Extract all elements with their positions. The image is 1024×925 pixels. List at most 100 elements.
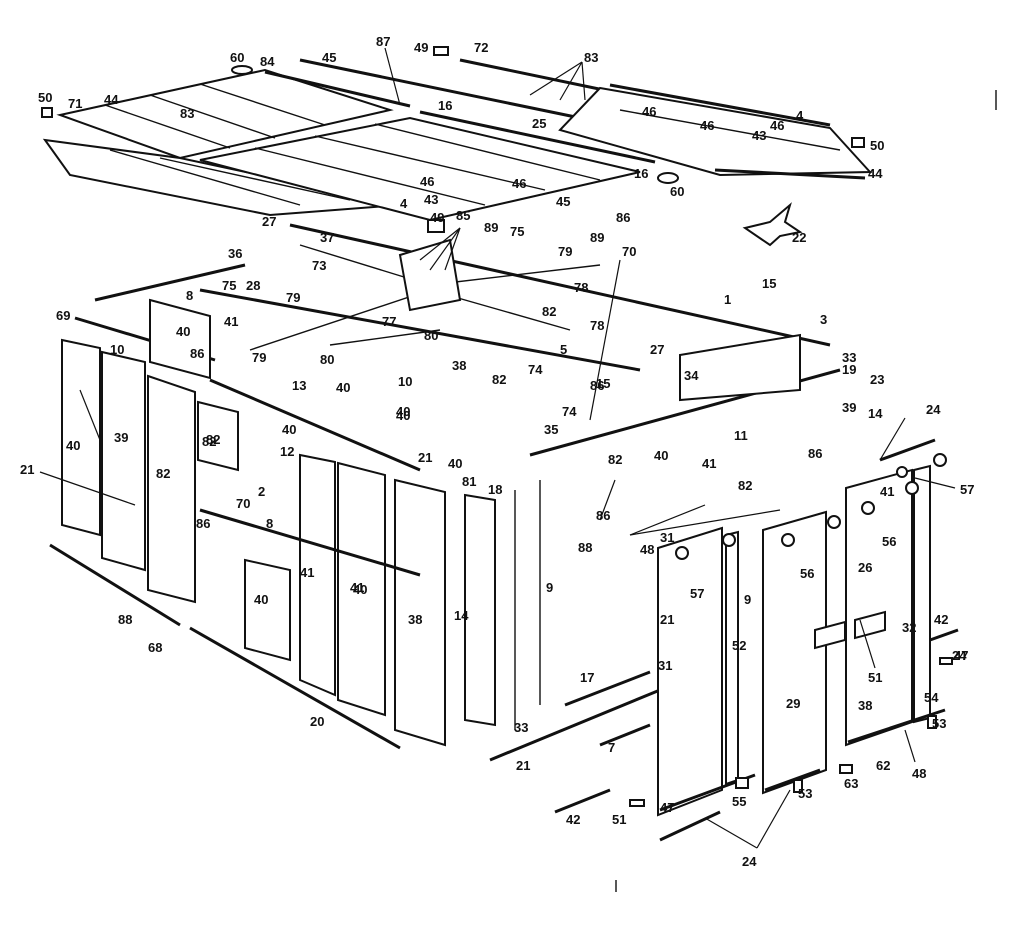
callout-number: 51 [612, 812, 626, 827]
roof-panel-left-seam [104, 104, 231, 149]
callout-number: 14 [454, 608, 469, 623]
callout-number: 13 [292, 378, 306, 393]
door-panel-center [762, 510, 827, 795]
callout-number: 40 [353, 582, 367, 597]
callout-number: 82 [492, 372, 506, 387]
callout-number: 40 [336, 380, 350, 395]
door-latch [814, 620, 846, 650]
callout-number: 3 [820, 312, 827, 327]
wall-base-rail [189, 626, 401, 750]
callout-number: 87 [376, 34, 390, 49]
rafter [289, 223, 831, 347]
callout-number: 41 [880, 484, 894, 499]
callout-number: 29 [786, 696, 800, 711]
leader-line [559, 61, 583, 101]
callout-number: 75 [222, 278, 236, 293]
hardware-small-part [927, 715, 937, 729]
leader-line [429, 227, 461, 271]
callout-number: 69 [56, 308, 70, 323]
callout-number: 40 [654, 448, 668, 463]
callout-number: 62 [876, 758, 890, 773]
callout-number: 79 [252, 350, 266, 365]
callout-number: 26 [858, 560, 872, 575]
roof-ridge-beam-lower [419, 110, 656, 164]
roof-clip-part [657, 172, 679, 184]
callout-number: 4 [796, 108, 804, 123]
callout-number: 41 [300, 565, 314, 580]
leader-line [599, 479, 616, 521]
leader-line [879, 417, 906, 461]
callout-number: 46 [420, 174, 434, 189]
callout-number: 40 [66, 438, 80, 453]
callout-number: 35 [544, 422, 558, 437]
callout-number: 57 [690, 586, 704, 601]
callout-number: 43 [752, 128, 766, 143]
callout-number: 38 [408, 612, 422, 627]
front-wall-rail [199, 508, 421, 577]
roof-panel-right-seam [619, 109, 841, 151]
leader-line [859, 619, 876, 669]
callout-number: 32 [902, 620, 916, 635]
leader-line [384, 47, 401, 106]
callout-number: 82 [738, 478, 752, 493]
callout-number: 40 [254, 592, 268, 607]
callout-number: 50 [38, 90, 52, 105]
door-track [659, 810, 721, 842]
door-hinge [861, 501, 875, 515]
roof-panel-right [558, 86, 873, 177]
callout-number: 82 [202, 434, 216, 449]
callout-number: 78 [590, 318, 604, 333]
door-panel-left [657, 526, 723, 817]
callout-number: 8 [186, 288, 193, 303]
hardware-small-part [839, 764, 853, 774]
callout-number: 49 [414, 40, 428, 55]
callout-number: 70 [236, 496, 250, 511]
front-wall-rail [489, 688, 661, 762]
roof-panel-left-seam [149, 94, 276, 139]
front-wall-panel [464, 493, 496, 727]
door-track [564, 670, 651, 707]
callout-number: 15 [762, 276, 776, 291]
door-track [599, 723, 651, 747]
truss-member [329, 329, 441, 346]
callout-number: 63 [844, 776, 858, 791]
wall-panel [197, 400, 239, 472]
callout-number: 7 [608, 740, 615, 755]
callout-number: 28 [246, 278, 260, 293]
leader-line [629, 504, 706, 536]
callout-number: 33 [842, 350, 856, 365]
front-wall-panel-window [244, 558, 291, 662]
roof-panel-left [56, 68, 394, 160]
callout-number: 24 [926, 402, 941, 417]
callout-number: 43 [424, 192, 438, 207]
leader-lines [39, 47, 956, 849]
callout-number: 21 [418, 450, 432, 465]
rafter [94, 263, 246, 302]
front-wall-group [199, 453, 661, 762]
callout-number: 40 [396, 408, 410, 423]
callout-number: 36 [228, 246, 242, 261]
callout-number: 42 [566, 812, 580, 827]
door-hinge [896, 466, 908, 478]
wall-panel-upper [149, 298, 211, 380]
callout-number: 74 [528, 362, 543, 377]
door-panel-right [845, 468, 913, 747]
callout-number: 53 [798, 786, 812, 801]
door-track [554, 788, 611, 814]
callout-number: 71 [68, 96, 82, 111]
callout-number: 80 [320, 352, 334, 367]
callout-number: 40 [282, 422, 296, 437]
roof-panel-lower [42, 138, 401, 217]
callout-number: 47 [660, 800, 674, 815]
callout-number: 23 [870, 372, 884, 387]
leader-line [756, 789, 791, 849]
roof-panel-center-seam [254, 147, 486, 206]
roof-block-part [427, 219, 445, 233]
callout-number: 56 [800, 566, 814, 581]
callout-number: 56 [882, 534, 896, 549]
callout-number: 80 [424, 328, 438, 343]
leader-line [704, 817, 758, 849]
callout-number: 27 [262, 214, 276, 229]
callout-number: 83 [180, 106, 194, 121]
wall-panel [101, 350, 146, 572]
